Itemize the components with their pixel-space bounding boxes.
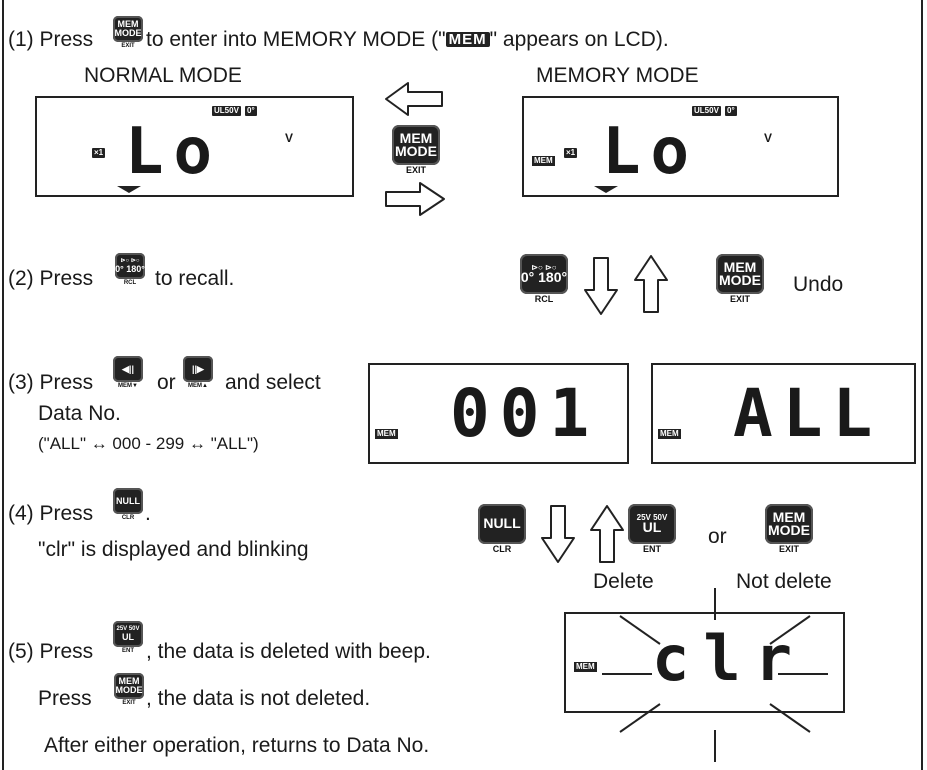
mem-indicator: MEM: [532, 156, 555, 166]
step5-prefix: (5) Press: [8, 640, 94, 663]
lo-display: Lo: [602, 115, 700, 189]
not-delete-label: Not delete: [736, 570, 832, 593]
ul-range-tag: UL50V: [212, 106, 241, 116]
undo-label: Undo: [793, 273, 844, 296]
angle-tag: 0°: [725, 106, 737, 116]
step4-line2: "clr" is displayed and blinking: [38, 538, 309, 561]
all-lcd: MEM ALL: [651, 363, 916, 464]
step5-line2-prefix: Press: [38, 687, 92, 710]
arrow-left-icon: [385, 82, 443, 116]
arrow-up-icon: [590, 505, 624, 563]
step4-or: or: [708, 525, 727, 548]
memory-mode-lcd: UL50V 0° MEM ×1 Lo V: [522, 96, 839, 197]
step1-text: to enter into MEMORY MODE ("MEM" appears…: [146, 28, 669, 51]
unit-v: V: [285, 131, 294, 145]
mem-up-key-inline[interactable]: ||▶ MEM▲: [183, 356, 213, 389]
angle-tag: 0°: [245, 106, 257, 116]
mem-indicator: MEM: [375, 429, 398, 439]
cursor-triangle: [117, 186, 141, 193]
mem-down-key-inline[interactable]: ◀|| MEM▼: [113, 356, 143, 389]
step4-period: .: [145, 502, 151, 525]
data-no-lcd: MEM 001: [368, 363, 629, 464]
clr-display: clr: [652, 622, 806, 695]
lo-display: Lo: [125, 115, 223, 189]
step3-text: and select: [225, 371, 321, 394]
step3-line3: ("ALL" ↔ 000 - 299 ↔ "ALL"): [38, 434, 259, 453]
step2-text: to recall.: [155, 267, 235, 290]
normal-mode-label: NORMAL MODE: [84, 64, 242, 87]
arrow-down-icon: [541, 505, 575, 563]
mem-badge: MEM: [445, 32, 490, 47]
step2-prefix: (2) Press: [8, 267, 94, 290]
left-border: [2, 0, 4, 770]
data-number-display: 001: [450, 375, 600, 452]
step3-line2: Data No.: [38, 402, 121, 425]
x1-tag: ×1: [92, 148, 106, 158]
blink-rays-icon: [602, 588, 828, 762]
clr-lcd: MEM clr: [564, 612, 845, 713]
step5-line2-text: , the data is not deleted.: [146, 687, 371, 710]
step1-prefix: (1) Press: [8, 28, 94, 51]
cursor-triangle: [594, 186, 618, 193]
arrow-right-icon: [385, 182, 445, 216]
mem-indicator: MEM: [574, 662, 597, 672]
right-border: [921, 0, 923, 770]
rcl-key[interactable]: ⊳○ ⊳○0° 180° RCL: [520, 254, 568, 304]
null-key[interactable]: NULL CLR: [478, 504, 526, 554]
step3-prefix: (3) Press: [8, 371, 94, 394]
step3-or: or: [157, 371, 176, 394]
delete-label: Delete: [593, 570, 654, 593]
arrow-down-icon: [584, 257, 618, 315]
step4-prefix: (4) Press: [8, 502, 94, 525]
step5-text: , the data is deleted with beep.: [146, 640, 431, 663]
all-display: ALL: [733, 375, 883, 452]
memory-mode-label: MEMORY MODE: [536, 64, 699, 87]
step5-line3: After either operation, returns to Data …: [44, 734, 430, 757]
null-key-inline[interactable]: NULL CLR: [113, 488, 143, 521]
unit-v: V: [764, 131, 773, 145]
mem-indicator: MEM: [658, 429, 681, 439]
arrow-up-icon: [634, 255, 668, 313]
x1-tag: ×1: [564, 148, 578, 158]
normal-mode-lcd: UL50V 0° ×1 Lo V: [35, 96, 354, 197]
ul-range-tag: UL50V: [692, 106, 721, 116]
rcl-key-inline[interactable]: ⊳○ ⊳○0° 180° RCL: [115, 253, 145, 286]
